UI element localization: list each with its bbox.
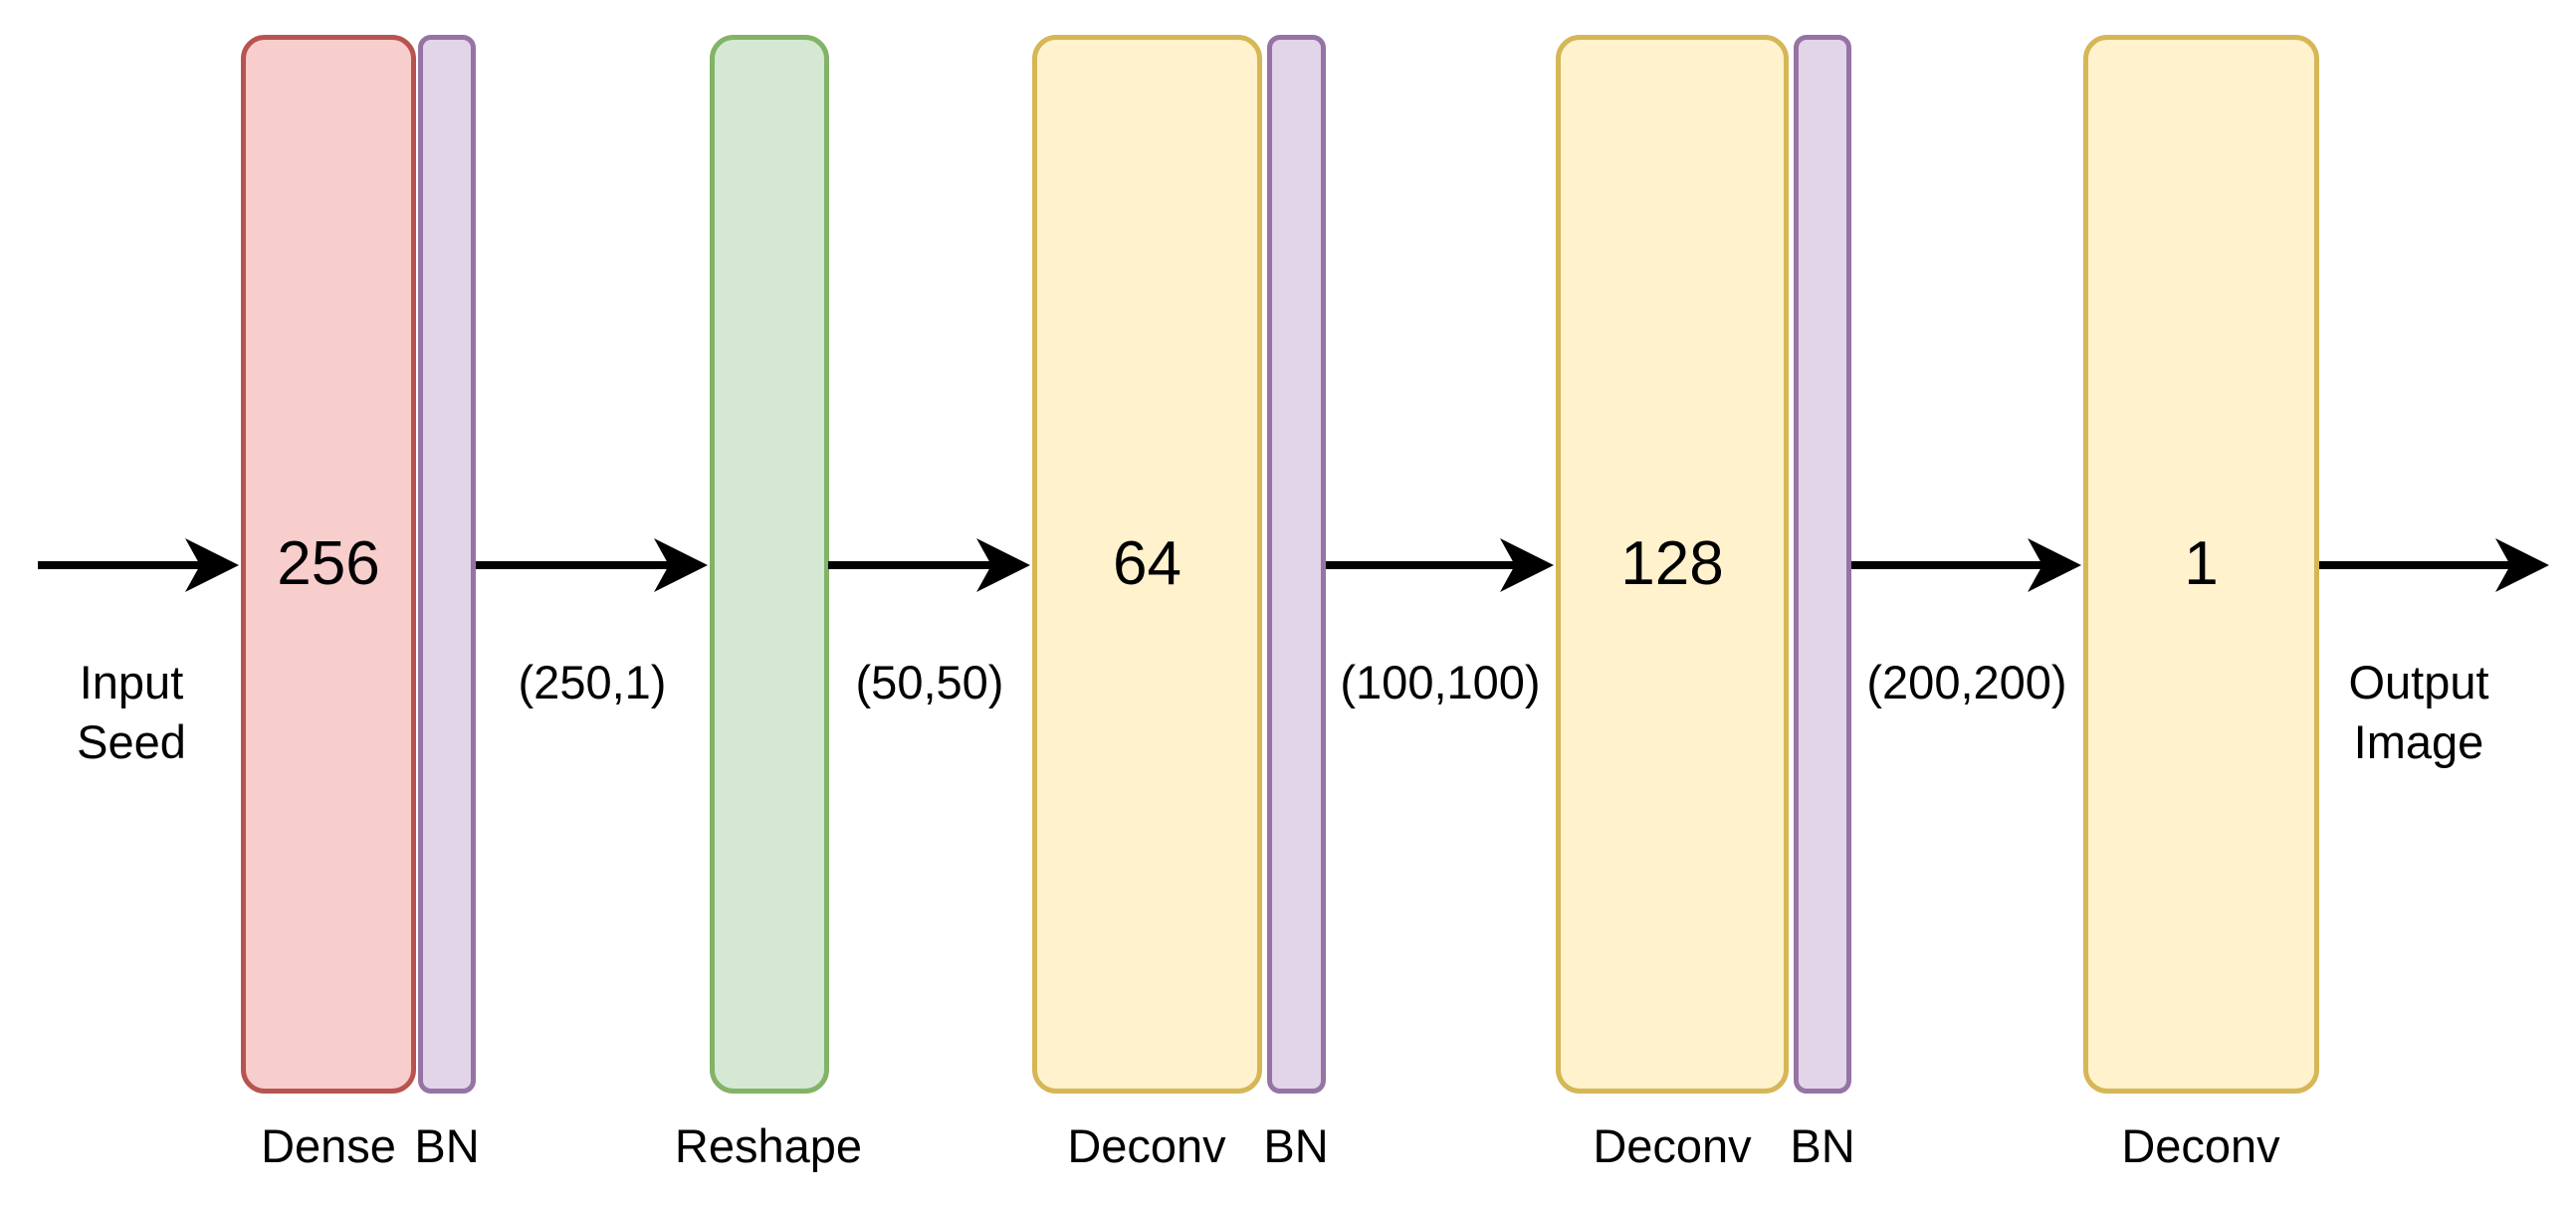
output-image-line2: Image [2353,715,2484,768]
dense-units-value: 256 [277,529,380,598]
deconv-3-layer-label: Deconv [2121,1119,2280,1172]
deconv-2-layer-label: Deconv [1593,1119,1752,1172]
deconv2-to-deconv3-arrow-icon [1851,538,2081,592]
batchnorm-2-block [1267,35,1326,1094]
deconv-1-units-value: 64 [1113,529,1181,598]
input-flow-arrow-icon [38,538,239,592]
reshape-layer-label: Reshape [674,1119,863,1172]
shape-200-200-label: (200,200) [1866,656,2067,708]
deconv-3-units-value: 1 [2184,529,2219,598]
reshape-layer-block [710,35,829,1094]
arrowhead-icon [185,538,239,592]
shape-100-100-label: (100,100) [1340,656,1541,708]
arrowhead-icon [2028,538,2081,592]
batchnorm-1-label: BN [414,1119,480,1172]
batchnorm-2-label: BN [1263,1119,1329,1172]
output-image-label: Output Image [2250,653,2576,772]
dense-to-reshape-arrow-icon [476,538,708,592]
deconv-1-layer-label: Deconv [1067,1119,1226,1172]
deconv-3-layer-block: 1 [2083,35,2319,1094]
shape-50-50-label: (50,50) [855,656,1004,708]
deconv-2-units-value: 128 [1620,529,1724,598]
input-seed-line2: Seed [77,715,186,768]
output-image-line1: Output [2348,656,2489,708]
input-seed-label: Input Seed [0,653,301,772]
arrowhead-icon [654,538,708,592]
deconv-2-layer-block: 128 [1556,35,1789,1094]
output-flow-arrow-icon [2319,538,2549,592]
arrowhead-icon [1500,538,1554,592]
deconv-1-layer-block: 64 [1032,35,1262,1094]
input-seed-line1: Input [79,656,184,708]
dense-layer-label: Dense [261,1119,396,1172]
arrowhead-icon [2495,538,2549,592]
shape-250-1-label: (250,1) [518,656,667,708]
deconv1-to-deconv2-arrow-icon [1326,538,1554,592]
batchnorm-3-label: BN [1790,1119,1855,1172]
reshape-to-deconv-arrow-icon [828,538,1030,592]
batchnorm-1-block [418,35,476,1094]
batchnorm-3-block [1794,35,1851,1094]
dense-layer-block: 256 [241,35,416,1094]
arrowhead-icon [976,538,1030,592]
